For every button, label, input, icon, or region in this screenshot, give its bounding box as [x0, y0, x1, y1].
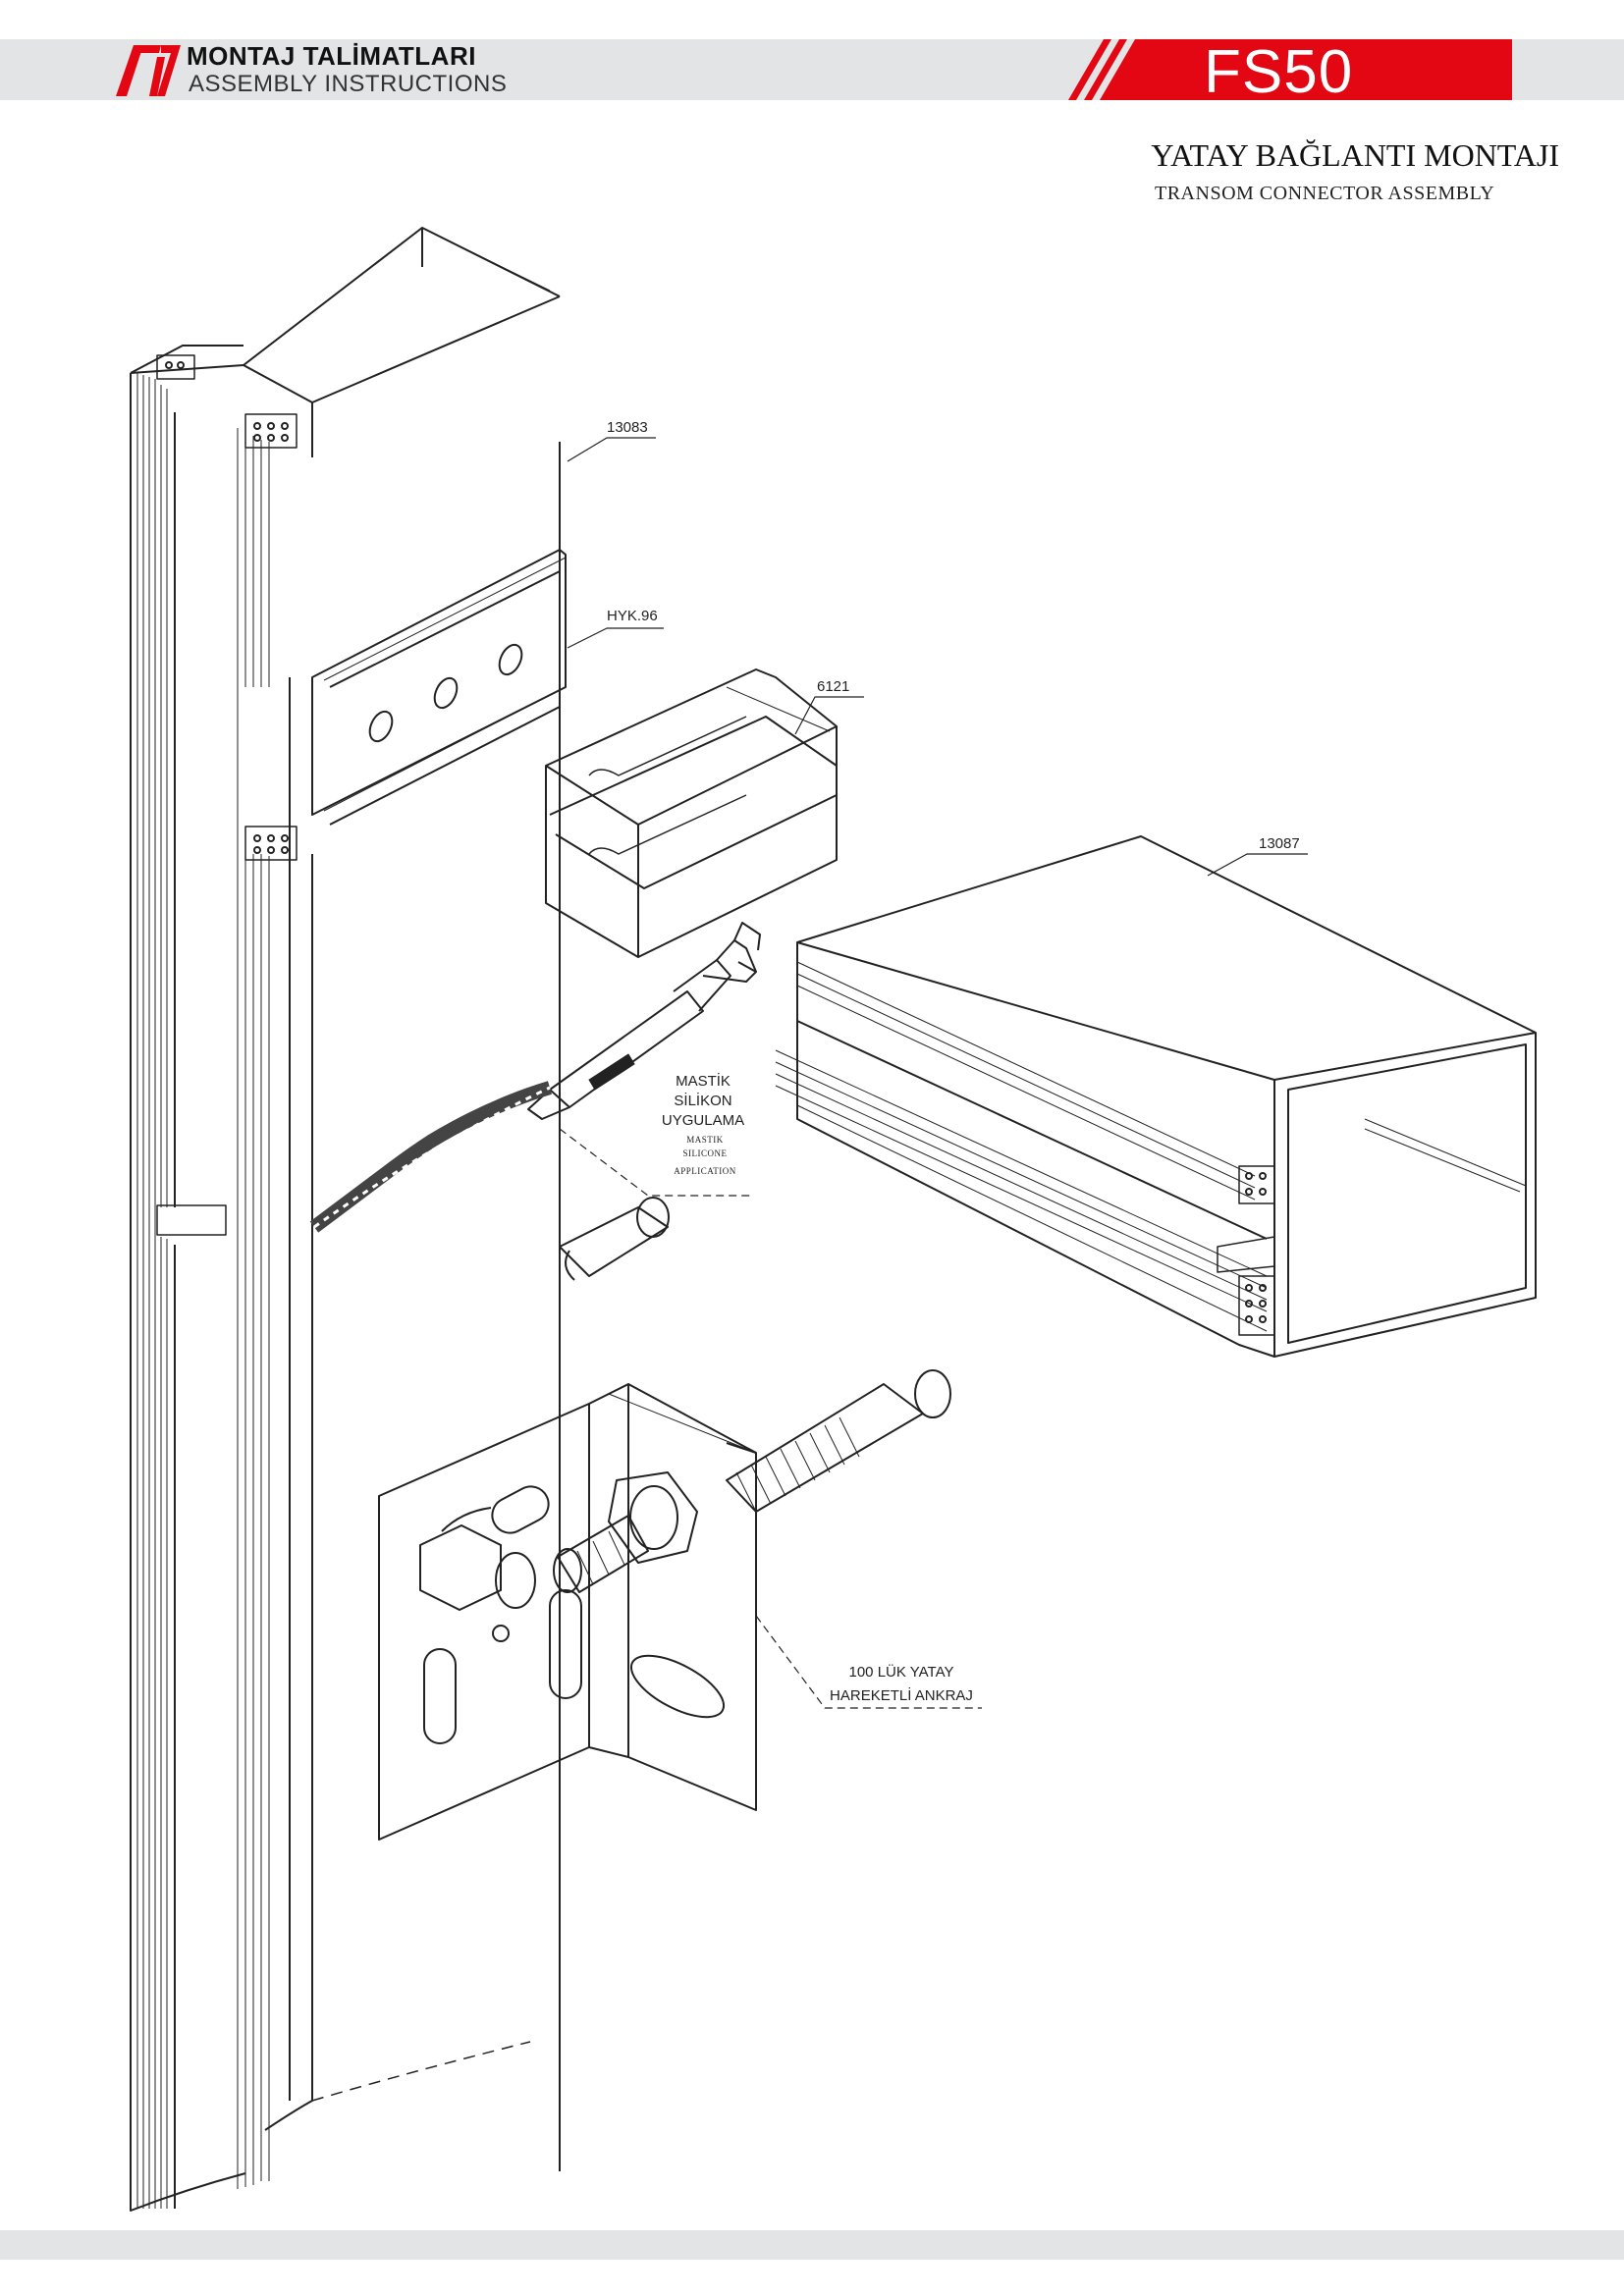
- gasket-profile: [545, 668, 838, 958]
- callout-silicone-tr-3: UYGULAMA: [662, 1112, 744, 1129]
- page-subtitle: TRANSOM CONNECTOR ASSEMBLY: [1155, 183, 1495, 204]
- callout-silicone-tr-2: SİLİKON: [674, 1092, 731, 1109]
- anchor-bolt-lower: [726, 1369, 951, 1513]
- callout-gasket: 6121: [817, 678, 849, 695]
- mullion-profile: [130, 227, 561, 2212]
- callout-mullion: 13083: [607, 419, 648, 436]
- anchor-bolt-upper: [559, 1197, 670, 1281]
- anchor-bracket: [378, 1383, 757, 1841]
- callout-silicone-en-3: APPLICATION: [674, 1166, 736, 1176]
- callout-anchor-2: HAREKETLİ ANKRAJ: [830, 1686, 973, 1704]
- callout-transom: 13087: [1259, 835, 1300, 852]
- model-label: FS50: [1204, 38, 1354, 106]
- leader-lines: [559, 437, 1308, 1709]
- brand-subtitle: ASSEMBLY INSTRUCTIONS: [189, 71, 508, 97]
- silicone-bead: [309, 1081, 553, 1233]
- page-title: YATAY BAĞLANTI MONTAJI: [1151, 137, 1559, 173]
- brand-title: MONTAJ TALİMATLARI: [187, 41, 476, 71]
- callout-anchor-1: 100 LÜK YATAY: [849, 1663, 954, 1681]
- callout-silicone-en-1: MASTIK: [686, 1135, 724, 1145]
- brand-logo: [116, 45, 181, 96]
- footer-band: [0, 2230, 1624, 2260]
- silicone-gun: [527, 922, 761, 1120]
- transom-connector: [311, 549, 567, 826]
- model-tag: [1068, 39, 1512, 100]
- callout-connector: HYK.96: [607, 608, 658, 624]
- callout-silicone-tr-1: MASTİK: [676, 1072, 731, 1090]
- callout-silicone-en-2: SILICONE: [683, 1148, 728, 1158]
- transom-profile: [775, 835, 1537, 1358]
